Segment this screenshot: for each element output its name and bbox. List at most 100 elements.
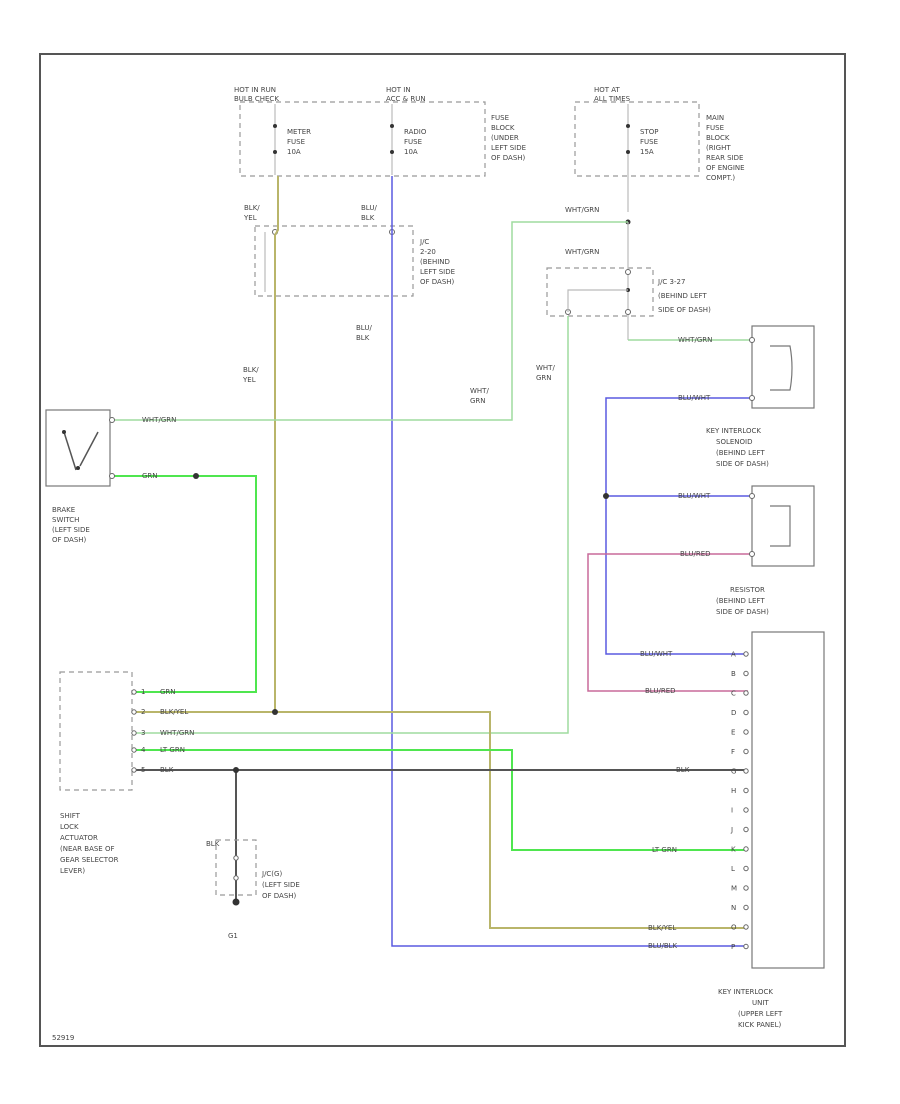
blk-yel-mid-label: BLK/ (243, 366, 259, 374)
brake-switch-pin-2 (109, 473, 115, 479)
jc-2-20-label-3: (BEHIND (420, 258, 450, 266)
fuse-block-location-4: LEFT SIDE (491, 144, 526, 152)
actuator-label-6: LEVER) (60, 867, 85, 875)
radio-fuse-rating: 10A (404, 148, 418, 156)
unit-pin (743, 826, 749, 833)
stop-fuse-label: STOP (640, 128, 658, 136)
ground-point (232, 898, 240, 906)
unit-blu-blk-label: BLU/BLK (648, 942, 678, 950)
wire-blk-yel-unit (134, 711, 748, 929)
actuator-pin-number-3: 3 (141, 729, 145, 737)
wht-grn-top-label: WHT/GRN (565, 206, 599, 214)
brake-switch-contact-point (62, 430, 66, 434)
stop-fuse-terminal (626, 124, 630, 128)
solenoid-label-3: (BEHIND LEFT (716, 449, 765, 457)
jc-2-20-label-2: 2-20 (420, 248, 436, 256)
jc-2-20-outline (254, 225, 414, 297)
wht-grn-a-label: WHT/ (470, 387, 489, 395)
resistor-box (751, 485, 815, 567)
blk-yel-top-label: BLK/ (244, 204, 260, 212)
wire-lt-grn (134, 749, 748, 851)
resistor-label-2: (BEHIND LEFT (716, 597, 765, 605)
main-fuse-location-4: (RIGHT (706, 144, 731, 152)
wht-grn-sol-label: WHT/GRN (678, 336, 712, 344)
actuator-pin (131, 689, 137, 695)
unit-pin (743, 690, 749, 696)
unit-pin (743, 904, 749, 911)
brake-switch-label-4: OF DASH) (52, 536, 87, 544)
unit-pin (743, 787, 749, 794)
fuse-block-location: FUSE (491, 114, 509, 122)
unit-lt-grn-label: LT GRN (652, 846, 677, 854)
ground-jc-pin (233, 855, 239, 861)
unit-pin-letter: N (731, 904, 736, 912)
solenoid-coil-symbol (770, 345, 793, 391)
key-interlock-unit-box (751, 631, 825, 969)
unit-pin (743, 846, 749, 852)
jc-3-27-bus (567, 289, 628, 312)
jc-2-20-label-5: OF DASH) (420, 278, 455, 286)
brake-switch-box (45, 409, 111, 487)
radio-fuse-label: RADIO (404, 128, 427, 136)
brake-switch-contact (63, 431, 77, 471)
blu-blk-top-label: BLU/ (361, 204, 377, 212)
grn-brake-label: GRN (142, 472, 158, 480)
ground-blk-label: BLK (206, 840, 220, 848)
blu-wht-splice (603, 493, 609, 499)
unit-pin-letter: E (731, 729, 735, 737)
unit-pin (743, 768, 749, 774)
wht-grn-b-label-2: GRN (536, 374, 552, 382)
actuator-pin-5 (131, 767, 137, 773)
diagram-frame (39, 53, 846, 1047)
resistor-pin (749, 493, 755, 499)
unit-pin-letter: A (731, 651, 736, 659)
unit-pin (743, 709, 749, 716)
unit-blk-label: BLK (676, 766, 690, 774)
unit-label-4: KICK PANEL) (738, 1021, 781, 1029)
solenoid-box (751, 325, 815, 409)
stop-fuse-terminal-2 (626, 150, 630, 154)
meter-fuse-terminal (273, 124, 277, 128)
ground-jc-pin-2 (233, 875, 239, 881)
wire-wht-grn-brake (110, 221, 628, 421)
fuse-block-outline (239, 101, 486, 177)
radio-fuse-terminal (390, 124, 394, 128)
brake-switch-contact-point-2 (76, 466, 80, 470)
unit-pin-letter: J (730, 826, 733, 834)
unit-pin-letter: D (731, 709, 736, 717)
unit-pin-letter: F (731, 748, 735, 756)
brake-switch-label: BRAKE (52, 506, 75, 514)
radio-fuse-label-2: FUSE (404, 138, 422, 146)
unit-label-2: UNIT (752, 999, 769, 1007)
wire-blu-blk-main (391, 176, 748, 947)
ground-id: G1 (228, 932, 238, 940)
brake-switch-contact-2 (79, 431, 99, 467)
solenoid-pin-2 (749, 395, 755, 401)
main-fuse-location-6: OF ENGINE (706, 164, 745, 172)
unit-pin (743, 885, 749, 891)
actuator-label-4: (NEAR BASE OF (60, 845, 115, 853)
wht-grn-b-label: WHT/ (536, 364, 555, 372)
wire-blu-wht-unit (605, 397, 750, 655)
unit-pin (743, 924, 749, 930)
actuator-pin-4 (131, 747, 137, 753)
wht-grn-mid-label: WHT/GRN (565, 248, 599, 256)
wire-grn-brake-actuator (110, 475, 257, 693)
act-blk-yel-label: BLK/YEL (160, 708, 188, 716)
blk-splice (233, 767, 239, 773)
blu-wht-sol-label: BLU/WHT (678, 394, 711, 402)
hot-run-label-2: BULB CHECK (234, 95, 279, 103)
unit-blu-wht-label: BLU/WHT (640, 650, 673, 658)
unit-pin (743, 865, 749, 872)
jc-3-27-label-2: (BEHIND LEFT (658, 292, 707, 300)
unit-pin (743, 670, 749, 677)
blk-yel-mid-label-2: YEL (242, 376, 256, 384)
actuator-label-2: LOCK (60, 823, 79, 831)
unit-pin-letter: B (731, 670, 736, 678)
act-blk-label: BLK (160, 766, 174, 774)
resistor-label: RESISTOR (730, 586, 765, 594)
ground-jc-label: J/C(G) (261, 870, 282, 878)
jc-2-20-label: J/C (419, 238, 429, 246)
unit-pin-letter: O (731, 924, 737, 932)
